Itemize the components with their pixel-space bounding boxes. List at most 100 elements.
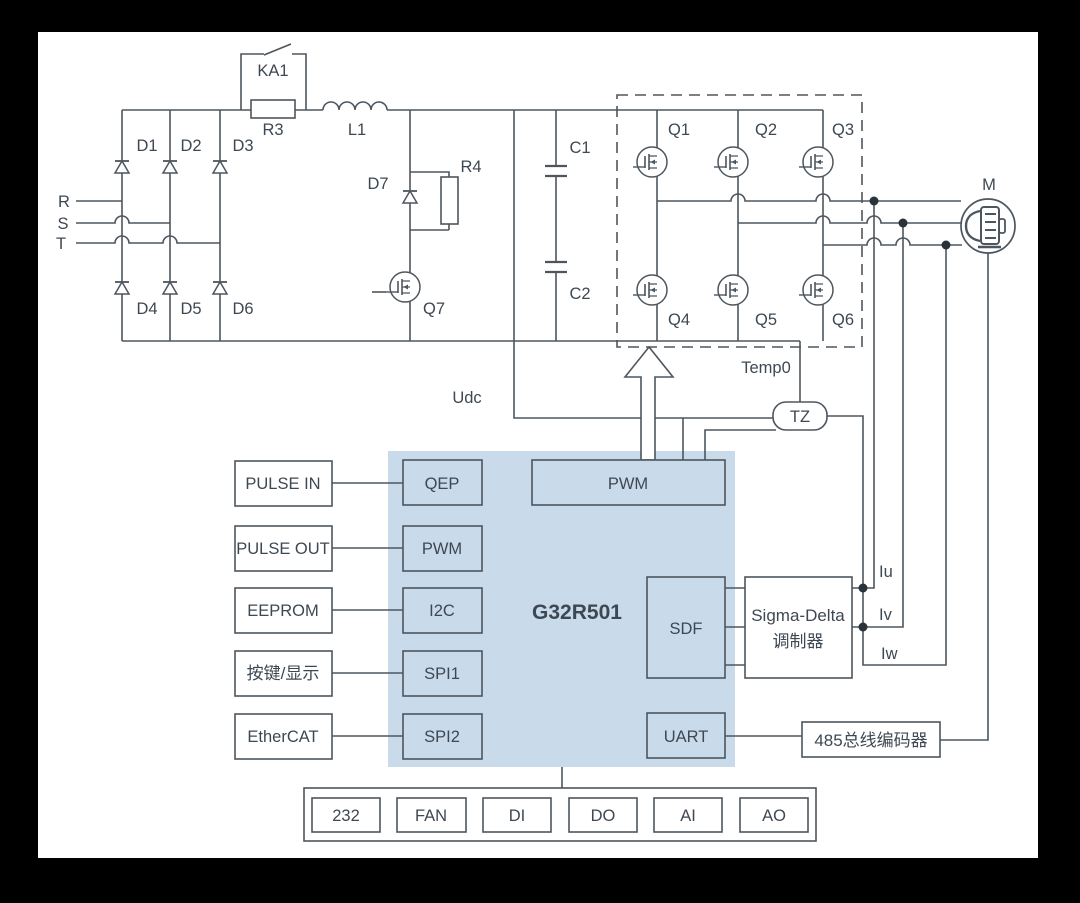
- label-q4: Q4: [668, 311, 690, 329]
- port-do: [568, 797, 638, 833]
- label-q7: Q7: [423, 300, 445, 318]
- box-ethercat: [234, 713, 333, 760]
- resistor-r4: [440, 176, 459, 225]
- diode-d1-icon: [114, 160, 130, 174]
- label-232: 232: [332, 807, 360, 825]
- label-di: DI: [509, 807, 526, 825]
- label-ka1: KA1: [257, 62, 288, 80]
- label-485-encoder: 485总线编码器: [814, 731, 927, 750]
- label-iw: Iw: [881, 645, 898, 663]
- label-qep: QEP: [425, 475, 460, 493]
- mosfet-q5-icon: [713, 274, 749, 306]
- mosfet-q4-icon: [632, 274, 668, 306]
- box-eeprom: [234, 587, 333, 634]
- box-pulse-out: [234, 525, 333, 572]
- label-d6: D6: [232, 300, 253, 318]
- label-fan: FAN: [415, 807, 447, 825]
- peripheral-pwm-left: [402, 525, 483, 572]
- bottom-port-strip: [303, 787, 817, 842]
- peripheral-spi2: [402, 713, 483, 760]
- inverter-module-outline: [616, 94, 863, 348]
- pwm-drive-arrow-icon: [623, 345, 675, 461]
- label-sigma-delta-1: Sigma-Delta: [751, 606, 845, 625]
- label-phase-r: R: [58, 193, 70, 211]
- label-l1: L1: [348, 121, 366, 139]
- diode-d7-icon: [402, 190, 418, 204]
- box-pulse-in: [234, 460, 333, 507]
- label-i2c: I2C: [429, 602, 455, 620]
- label-d4: D4: [136, 300, 157, 318]
- resistor-r3: [250, 99, 296, 119]
- peripheral-pwm-top: [531, 459, 726, 506]
- mosfet-q7-icon: [385, 271, 421, 303]
- mosfet-q1-icon: [632, 146, 668, 178]
- diode-d4-icon: [114, 281, 130, 295]
- label-do: DO: [591, 807, 616, 825]
- label-q6: Q6: [832, 311, 854, 329]
- label-ai: AI: [680, 807, 696, 825]
- diode-d2-icon: [162, 160, 178, 174]
- label-sigma-delta-2: 调制器: [773, 632, 824, 651]
- mcu-peripheral-boxes: [402, 459, 726, 760]
- port-di: [482, 797, 552, 833]
- label-spi2: SPI2: [424, 728, 460, 746]
- external-device-boxes: [234, 460, 333, 760]
- label-motor: M: [982, 176, 996, 194]
- label-r3: R3: [262, 121, 283, 139]
- label-q2: Q2: [755, 121, 777, 139]
- diode-d3-icon: [212, 160, 228, 174]
- label-c1: C1: [569, 139, 590, 157]
- label-iu: Iu: [879, 563, 893, 581]
- label-q1: Q1: [668, 121, 690, 139]
- peripheral-i2c: [402, 587, 483, 634]
- port-ai: [653, 797, 723, 833]
- label-d1: D1: [136, 137, 157, 155]
- label-pulse-in: PULSE IN: [245, 475, 320, 493]
- mosfet-q2-icon: [713, 146, 749, 178]
- bottom-ports-outline: [303, 787, 817, 842]
- peripheral-uart: [646, 712, 726, 759]
- label-ao: AO: [762, 807, 786, 825]
- peripheral-qep: [402, 459, 483, 506]
- label-spi1: SPI1: [424, 665, 460, 683]
- junction-dots: [858, 196, 951, 632]
- box-keys-display: [234, 650, 333, 697]
- peripheral-sdf: [646, 576, 726, 679]
- label-q3: Q3: [832, 121, 854, 139]
- label-r4: R4: [460, 158, 481, 176]
- label-phase-s: S: [57, 215, 68, 233]
- trip-zone-block: [772, 401, 828, 431]
- label-pulse-out: PULSE OUT: [236, 540, 330, 558]
- label-phase-t: T: [56, 235, 66, 253]
- port-fan: [396, 797, 467, 833]
- peripheral-spi1: [402, 650, 483, 697]
- box-sigma-delta: [744, 576, 853, 679]
- labels: R S T D1 D2 D3 D4 D5 D6 KA1 R3 L1 D7 R4 …: [56, 62, 996, 825]
- power-circuit-wires: [76, 43, 962, 342]
- motor-icon: [960, 198, 1016, 254]
- label-sdf: SDF: [670, 620, 703, 638]
- label-pwm-left: PWM: [422, 540, 462, 558]
- label-uart: UART: [664, 728, 709, 746]
- label-pwm-top: PWM: [608, 475, 648, 493]
- port-ao: [739, 797, 809, 833]
- diode-d5-icon: [162, 281, 178, 295]
- mosfet-q6-icon: [798, 274, 834, 306]
- transistor-icons: [385, 146, 834, 306]
- diode-d6-icon: [212, 281, 228, 295]
- label-d2: D2: [180, 137, 201, 155]
- mosfet-q3-icon: [798, 146, 834, 178]
- label-eeprom: EEPROM: [247, 602, 319, 620]
- port-232: [311, 797, 381, 833]
- label-mcu-name: G32R501: [532, 601, 622, 624]
- label-c2: C2: [569, 285, 590, 303]
- label-q5: Q5: [755, 311, 777, 329]
- label-d7: D7: [367, 175, 388, 193]
- label-keys-display: 按键/显示: [247, 664, 320, 683]
- label-udc: Udc: [452, 389, 481, 407]
- box-485-encoder: [801, 721, 941, 758]
- label-d3: D3: [232, 137, 253, 155]
- label-ethercat: EtherCAT: [247, 728, 318, 746]
